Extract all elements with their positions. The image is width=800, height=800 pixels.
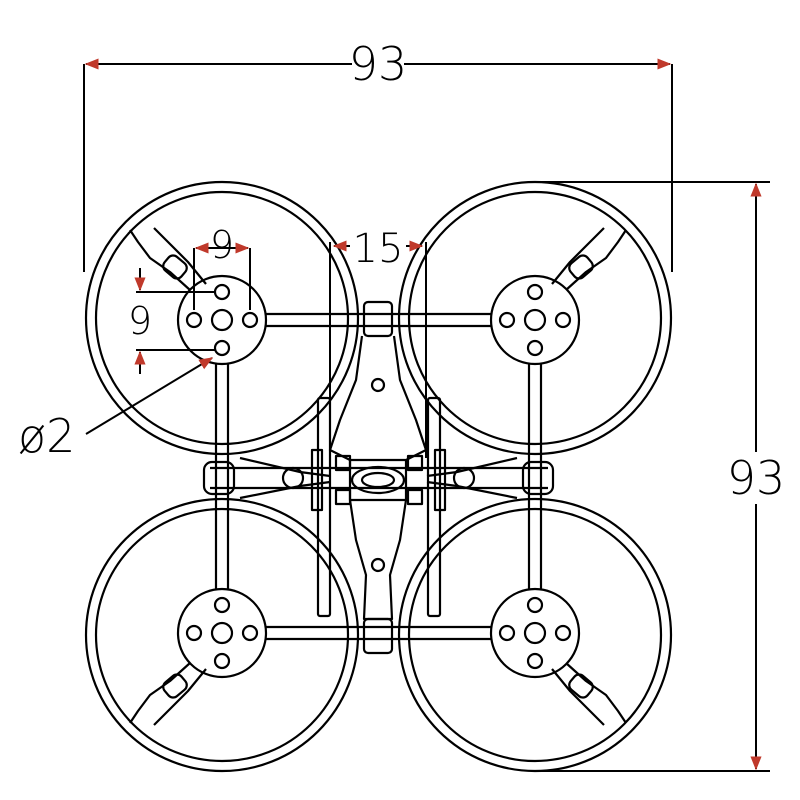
frame-arms bbox=[202, 312, 555, 641]
center-body bbox=[310, 300, 447, 655]
dim-duct-gap bbox=[329, 240, 427, 458]
motor-mount-top-right bbox=[489, 274, 581, 366]
label-hole-spacing-h: 9 bbox=[210, 223, 234, 267]
dim-overall-height bbox=[535, 181, 770, 772]
label-overall-height: 93 bbox=[727, 451, 786, 505]
motor-mount-bottom-right bbox=[489, 587, 581, 679]
spoke-bottom-left bbox=[129, 662, 207, 726]
dim-overall-width bbox=[83, 58, 673, 272]
spoke-top-left bbox=[129, 227, 207, 291]
duct-top-left bbox=[84, 180, 360, 456]
dimensions bbox=[83, 58, 770, 772]
motor-mount-bottom-left bbox=[176, 587, 268, 679]
frame-outline bbox=[84, 180, 673, 773]
label-hole-diameter: ø2 bbox=[18, 409, 75, 463]
spoke-bottom-right bbox=[551, 662, 627, 726]
label-duct-gap: 15 bbox=[353, 226, 404, 272]
duct-bottom-left bbox=[84, 497, 360, 773]
label-overall-width: 93 bbox=[349, 37, 408, 91]
spoke-top-right bbox=[551, 227, 627, 291]
label-hole-spacing-v: 9 bbox=[128, 299, 152, 343]
dim-hole-spacing-h bbox=[193, 242, 251, 310]
dim-hole-spacing-v bbox=[134, 268, 216, 374]
dim-hole-diameter-leader bbox=[85, 357, 214, 435]
